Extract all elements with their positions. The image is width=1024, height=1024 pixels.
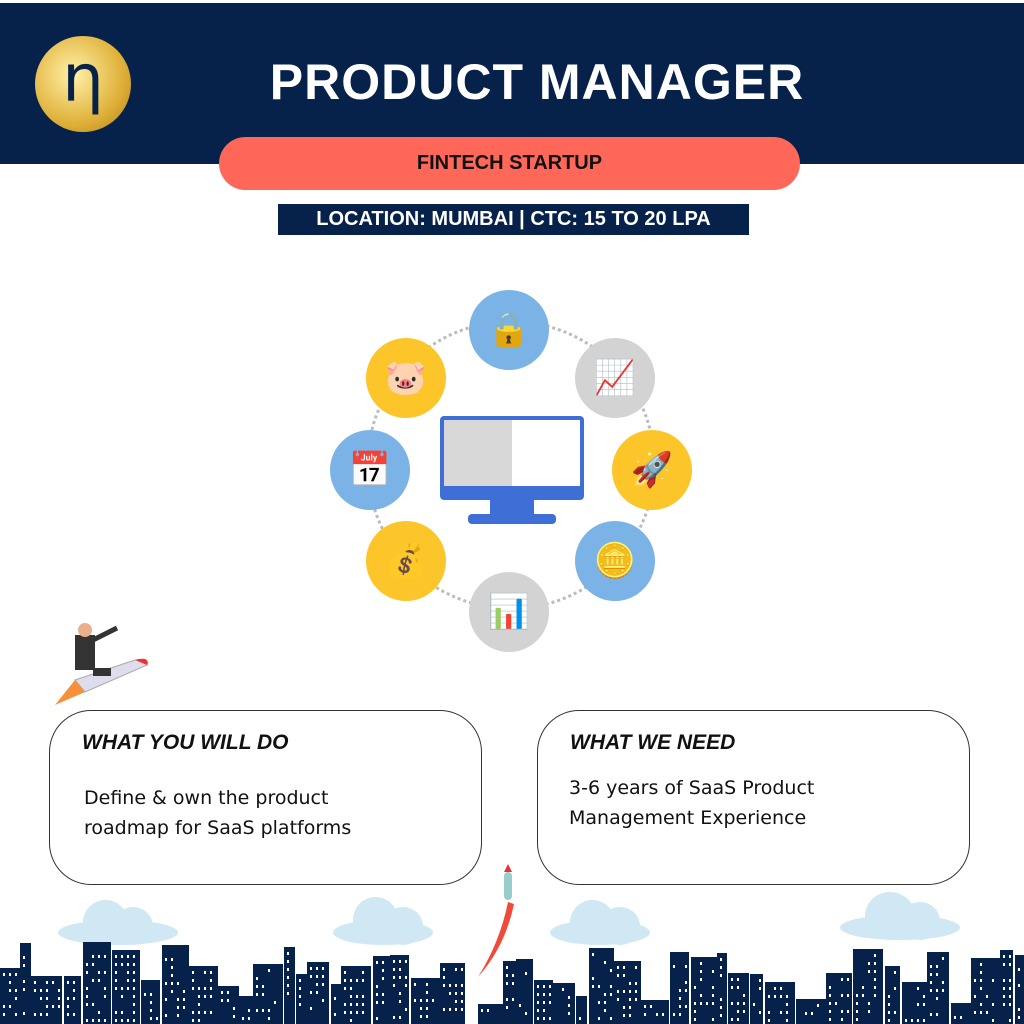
building xyxy=(373,956,390,1024)
building xyxy=(503,961,516,1024)
bar-chart-icon: 📊 xyxy=(469,572,549,652)
company-badge: FINTECH STARTUP xyxy=(219,137,800,190)
building xyxy=(717,953,727,1024)
building xyxy=(516,959,533,1024)
cloud xyxy=(333,895,433,945)
building xyxy=(440,963,465,1024)
money-bag-icon: 💰 xyxy=(366,521,446,601)
businessman-on-rocket-illustration xyxy=(55,623,148,705)
logo: η xyxy=(35,36,131,132)
building xyxy=(189,966,218,1024)
building xyxy=(691,957,717,1024)
monitor-base xyxy=(468,514,556,524)
building xyxy=(927,952,949,1024)
cloud xyxy=(840,890,960,940)
body-line: roadmap for SaaS platforms xyxy=(84,817,352,839)
cloud xyxy=(550,895,650,945)
building xyxy=(670,952,689,1024)
card-body: Define & own the product roadmap for SaaS… xyxy=(84,783,351,843)
body-line: Management Experience xyxy=(569,807,807,829)
growth-chart-icon: 📈 xyxy=(575,338,655,418)
building xyxy=(826,973,852,1024)
location-ctc-label: LOCATION: MUMBAI | CTC: 15 TO 20 LPA xyxy=(278,204,749,235)
building xyxy=(971,958,1000,1024)
coins-icon: 🪙 xyxy=(575,521,655,601)
building xyxy=(641,1000,669,1024)
responsibilities-card: WHAT YOU WILL DO Define & own the produc… xyxy=(49,710,482,885)
building xyxy=(20,943,31,1024)
building xyxy=(296,974,307,1024)
building xyxy=(576,996,587,1024)
building xyxy=(64,976,81,1024)
building xyxy=(885,966,900,1024)
building xyxy=(951,1003,971,1024)
body-line: 3-6 years of SaaS Product xyxy=(569,777,815,799)
building xyxy=(902,982,927,1024)
city-skyline-illustration xyxy=(0,942,1024,1024)
building xyxy=(796,999,826,1024)
building xyxy=(390,955,409,1024)
monitor-stand xyxy=(490,500,534,516)
building xyxy=(1000,950,1013,1024)
building xyxy=(239,996,253,1024)
building xyxy=(284,947,295,1024)
building xyxy=(83,942,111,1024)
building xyxy=(218,986,239,1024)
building xyxy=(0,968,20,1024)
rocket-icon: 🚀 xyxy=(612,430,692,510)
building xyxy=(331,984,341,1024)
building xyxy=(750,974,763,1024)
lock-icon: 🔒 xyxy=(469,290,549,370)
logo-letter: η xyxy=(62,40,104,117)
monitor-illustration xyxy=(440,416,584,500)
small-rocket-illustration xyxy=(478,864,514,977)
calendar-icon: 📅 xyxy=(330,430,410,510)
card-heading: WHAT YOU WILL DO xyxy=(82,731,289,754)
body-line: Define & own the product xyxy=(84,787,329,809)
building xyxy=(478,1004,503,1024)
cloud xyxy=(58,895,178,945)
building xyxy=(1015,955,1024,1024)
card-heading: WHAT WE NEED xyxy=(570,731,736,754)
piggy-bank-icon: 🐷 xyxy=(366,338,446,418)
page-title: PRODUCT MANAGER xyxy=(269,54,805,110)
